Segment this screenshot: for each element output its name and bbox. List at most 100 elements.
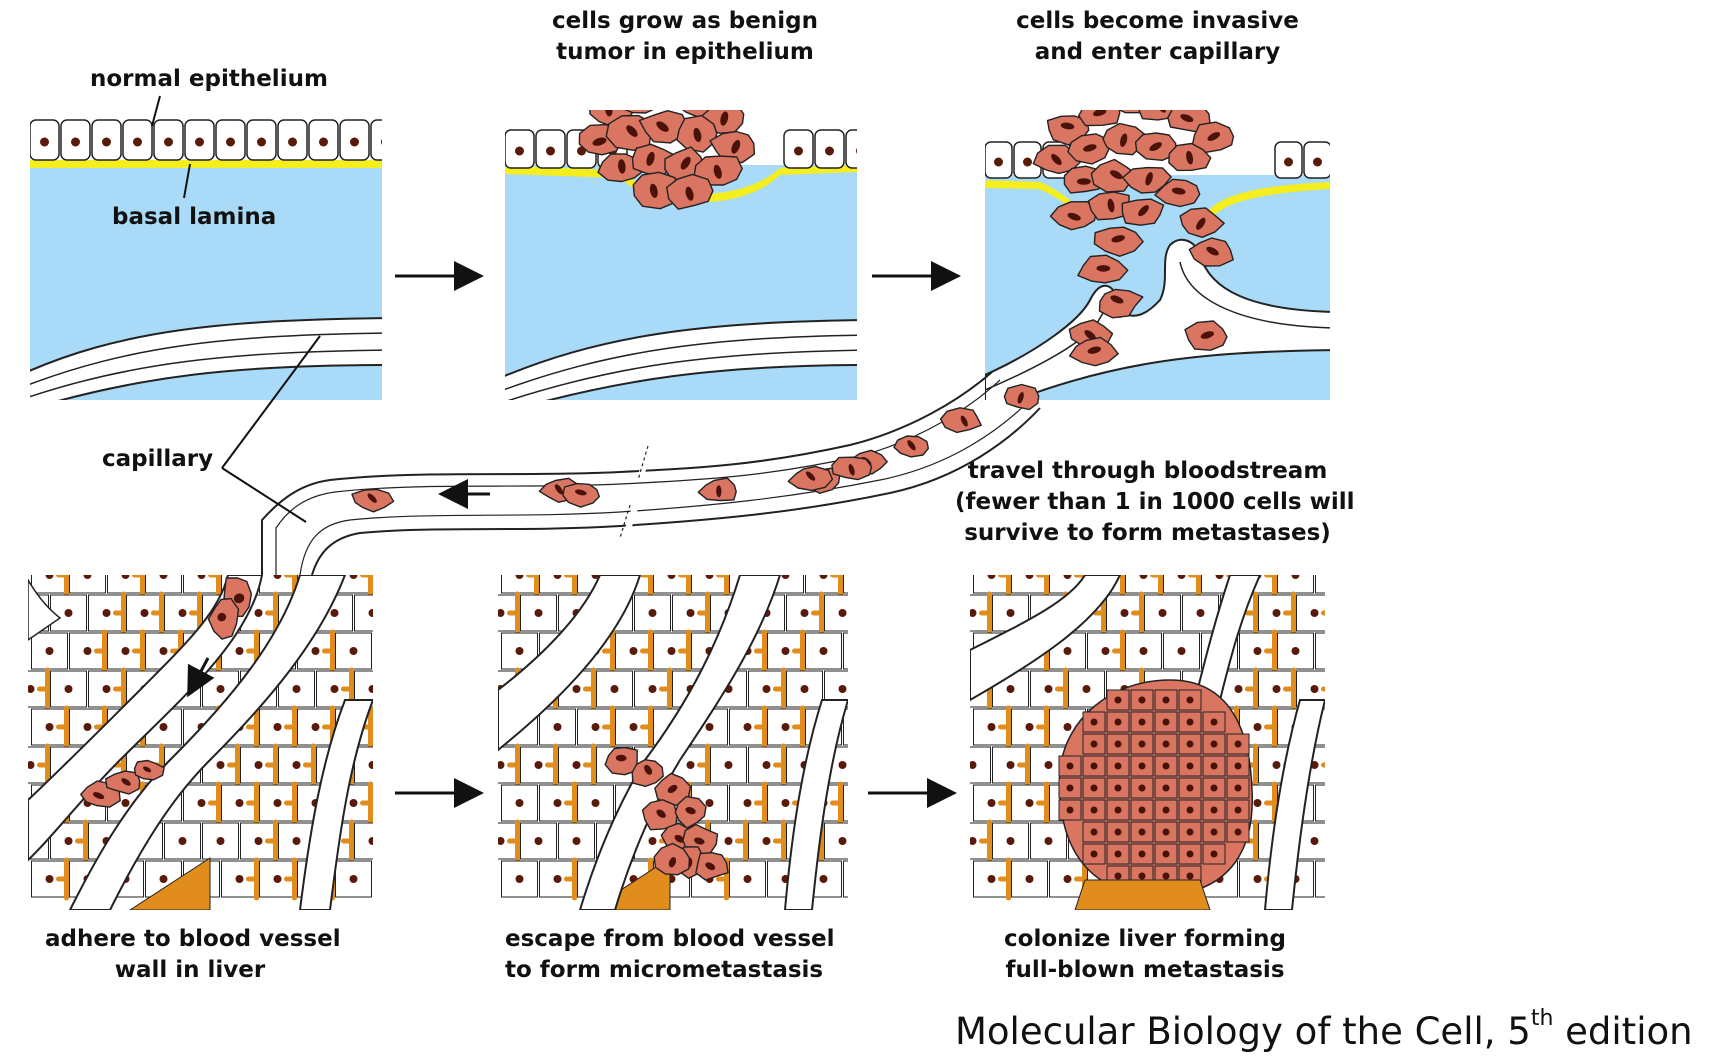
nucleus bbox=[349, 647, 358, 655]
tumor-nucleus bbox=[618, 159, 626, 174]
tumor-nucleus bbox=[1107, 198, 1115, 213]
source-credit: Molecular Biology of the Cell, 5th editi… bbox=[955, 1006, 1693, 1053]
bile-canaliculus bbox=[507, 591, 520, 635]
tumor-nucleus bbox=[1090, 850, 1098, 858]
nucleus bbox=[235, 799, 244, 807]
nucleus bbox=[273, 723, 282, 731]
nucleus bbox=[515, 146, 524, 156]
tumor-nucleus bbox=[1162, 872, 1170, 880]
bile-canaliculus bbox=[1264, 629, 1277, 673]
bile-canaliculus bbox=[583, 667, 596, 711]
nucleus bbox=[572, 761, 581, 769]
nucleus bbox=[546, 146, 555, 156]
panel-adhere bbox=[28, 575, 409, 910]
nucleus bbox=[1330, 723, 1338, 731]
normal-epithelium-pointer bbox=[151, 95, 161, 127]
tumor-nucleus bbox=[1186, 718, 1194, 726]
nucleus bbox=[381, 139, 382, 145]
bile-canaliculus bbox=[1188, 575, 1201, 597]
tumor-nucleus bbox=[1066, 806, 1074, 814]
nucleus bbox=[610, 685, 619, 693]
nucleus bbox=[388, 647, 396, 655]
basal-lamina-band bbox=[985, 180, 1090, 220]
tumor-nucleus bbox=[1114, 718, 1122, 726]
tumor-nucleus bbox=[713, 164, 722, 179]
nucleus bbox=[388, 723, 396, 731]
tumor-nucleus bbox=[1162, 696, 1170, 704]
bile-canaliculus bbox=[545, 743, 558, 787]
nucleus bbox=[1310, 685, 1319, 693]
tumor-nucleus bbox=[1084, 330, 1096, 341]
nucleus bbox=[858, 723, 866, 731]
nucleus bbox=[1025, 799, 1034, 807]
bile-canaliculus bbox=[341, 819, 354, 863]
bile-canaliculus bbox=[659, 667, 672, 711]
nucleus bbox=[178, 609, 187, 617]
tumor-nucleus bbox=[1114, 828, 1122, 836]
tumor-nucleus bbox=[960, 415, 968, 427]
tumor-nucleus bbox=[1051, 153, 1062, 166]
nucleus bbox=[1177, 575, 1186, 579]
bile-canaliculus bbox=[401, 784, 409, 822]
bile-canaliculus bbox=[852, 746, 860, 784]
nucleus bbox=[1023, 157, 1032, 167]
nucleus bbox=[368, 609, 373, 617]
tumor-nucleus bbox=[662, 85, 678, 97]
tumor-nucleus bbox=[1114, 872, 1122, 880]
nucleus bbox=[553, 575, 562, 579]
nucleus bbox=[64, 837, 73, 845]
nucleus bbox=[970, 761, 977, 769]
tumor-cell bbox=[1098, 288, 1144, 319]
nucleus bbox=[254, 837, 263, 845]
bile-canaliculus bbox=[998, 857, 1011, 901]
hepatocyte bbox=[31, 575, 68, 594]
panel-escape bbox=[498, 575, 879, 910]
tumor-nucleus bbox=[1123, 93, 1138, 107]
tumor-nucleus bbox=[720, 111, 729, 126]
tumor-nucleus bbox=[1186, 828, 1194, 836]
tumor-nucleus bbox=[805, 471, 816, 481]
bile-canaliculus bbox=[208, 781, 221, 825]
nucleus bbox=[102, 609, 111, 617]
label-escape: escape from blood vessel to form microme… bbox=[505, 926, 835, 983]
bile-canaliculus bbox=[1245, 591, 1258, 635]
nucleus bbox=[133, 137, 142, 147]
bile-canaliculus bbox=[1283, 667, 1296, 711]
nucleus bbox=[553, 799, 562, 807]
hepatocyte bbox=[354, 594, 373, 632]
nucleus bbox=[1063, 647, 1072, 655]
nucleus bbox=[121, 799, 130, 807]
nucleus bbox=[800, 609, 809, 617]
tumor-nucleus bbox=[1206, 246, 1219, 256]
nucleus bbox=[781, 723, 790, 731]
nucleus bbox=[71, 137, 80, 147]
bile-canaliculus bbox=[602, 705, 615, 749]
nucleus bbox=[724, 761, 733, 769]
nucleus bbox=[311, 647, 320, 655]
bile-canaliculus bbox=[284, 781, 297, 825]
bile-canaliculus bbox=[871, 784, 879, 822]
nucleus bbox=[1291, 647, 1300, 655]
tumor-nucleus bbox=[1138, 872, 1146, 880]
tumor-nucleus bbox=[1066, 762, 1074, 770]
tumor-cell bbox=[624, 110, 654, 114]
tumor-nucleus bbox=[367, 493, 377, 503]
tumor-nucleus bbox=[716, 485, 722, 498]
tumor-nucleus bbox=[685, 186, 694, 201]
nucleus bbox=[743, 723, 752, 731]
nucleus bbox=[970, 837, 977, 845]
tumor-cell bbox=[939, 407, 982, 434]
tumor-nucleus bbox=[668, 857, 677, 868]
bile-canaliculus bbox=[284, 575, 297, 597]
hepatocyte bbox=[824, 822, 848, 860]
basal-lamina-band bbox=[30, 160, 382, 168]
bile-canaliculus bbox=[360, 781, 373, 825]
tumor-nucleus bbox=[1109, 170, 1123, 180]
tumor-nucleus bbox=[1180, 114, 1194, 123]
nucleus bbox=[1272, 609, 1281, 617]
nucleus bbox=[515, 647, 524, 655]
nucleus bbox=[292, 761, 301, 769]
tumor-nucleus bbox=[1114, 784, 1122, 792]
hepatocyte bbox=[1315, 575, 1325, 594]
bile-canaliculus bbox=[871, 632, 879, 670]
